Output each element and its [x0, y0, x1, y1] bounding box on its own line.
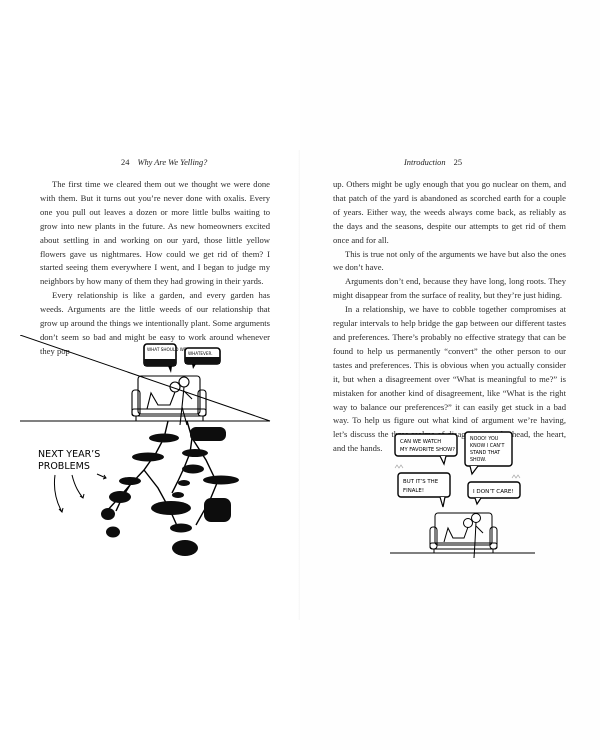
paragraph: Every relationship is like a garden, and… — [40, 290, 270, 356]
svg-text:WHATEVER.: WHATEVER. — [188, 351, 213, 356]
left-running-head-title: Why Are We Yelling? — [137, 158, 208, 167]
left-running-head: 24 Why Are We Yelling? — [115, 158, 207, 167]
couch-icon — [429, 512, 498, 553]
right-body-text: up. Others might be ugly enough that you… — [333, 178, 566, 456]
speech-bubble-can-we-watch: CAN WE WATCH MY FAVORITE SHOW? — [394, 433, 458, 466]
left-page: 24 Why Are We Yelling? The first time we… — [20, 158, 290, 565]
couple-figures — [443, 513, 484, 559]
weeds-roots-illustration: WHAT SHOULD WE WATCH? WHATEVER. — [20, 335, 290, 565]
root-blobs — [101, 427, 239, 556]
couple-figures — [146, 376, 193, 426]
right-running-head: Introduction 25 — [404, 158, 468, 167]
svg-text:BUT IT’S THE FINAL: BUT IT’S THE FINALE! — [403, 479, 440, 494]
speech-bubble-what-should-we-watch: WHAT SHOULD WE WATCH? — [143, 343, 205, 373]
paragraph: The first time we cleared them out we th… — [40, 179, 270, 287]
paragraph: Arguments don’t end, because they have l… — [333, 276, 566, 301]
svg-text:I DON’T CARE!: I DON’T CARE! — [473, 489, 514, 495]
svg-text:CAN WE WATCH MY FA: CAN WE WATCH MY FAVORITE SHOW? — [400, 439, 455, 453]
right-page-number: 25 — [453, 158, 463, 167]
speech-bubble-nooo: NOOO! YOU KNOW I CAN’T STAND THAT SHOW. — [464, 431, 513, 476]
right-page: Introduction 25 up. Others might be ugly… — [300, 0, 600, 750]
arguing-couple-illustration: CAN WE WATCH MY FAVORITE SHOW? NOOO! YOU… — [390, 430, 540, 565]
caption-next-years-problems: NEXT YEAR’S PROBLEMS — [38, 449, 103, 472]
paragraph: up. Others might be ugly enough that you… — [333, 179, 566, 245]
speech-bubble-whatever: WHATEVER. — [184, 347, 221, 369]
speech-bubble-finale: BUT IT’S THE FINALE! — [394, 464, 451, 508]
svg-text:NOOO! YOU KNOW I C: NOOO! YOU KNOW I CAN’T STAND THAT SHOW. — [470, 436, 506, 463]
speech-bubble-dont-care: I DON’T CARE! — [467, 474, 521, 506]
couch-icon — [131, 375, 207, 421]
left-body-text: The first time we cleared them out we th… — [40, 178, 270, 359]
left-page-number: 24 — [121, 158, 130, 167]
svg-text:WHAT SHOULD WE WATCH?: WHAT SHOULD WE WATCH? — [147, 347, 205, 352]
paragraph: This is true not only of the arguments w… — [333, 248, 566, 273]
arrow-icons — [54, 473, 107, 513]
right-running-head-title: Introduction — [404, 158, 446, 167]
